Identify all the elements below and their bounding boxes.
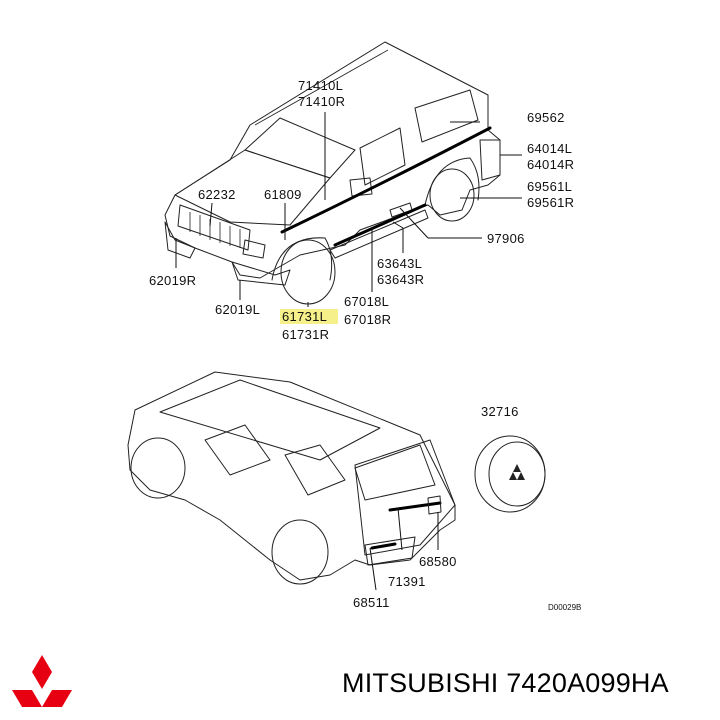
diagram-code: D00029B: [548, 603, 581, 612]
part-number-caption: MITSUBISHI 7420A099HA: [342, 668, 669, 698]
label-68580: 68580: [419, 554, 457, 569]
label-63643r: 63643R: [377, 272, 424, 287]
mitsubishi-logo-icon: [12, 655, 72, 707]
label-71410r: 71410R: [298, 94, 345, 109]
part-labels: 71410L 71410R 69562 64014L 64014R 69561L…: [149, 78, 581, 612]
label-61809: 61809: [264, 187, 302, 202]
label-67018r: 67018R: [344, 312, 391, 327]
label-62019r: 62019R: [149, 273, 196, 288]
rear-vehicle-drawing: [127, 371, 456, 585]
label-62019l: 62019L: [215, 302, 260, 317]
spare-tire-cover: [474, 435, 546, 513]
label-61731r: 61731R: [282, 327, 329, 342]
label-69561l: 69561L: [527, 179, 572, 194]
label-71410l: 71410L: [298, 78, 343, 93]
label-68511: 68511: [353, 595, 390, 610]
label-62232: 62232: [198, 187, 236, 202]
label-71391: 71391: [388, 574, 426, 589]
label-69562: 69562: [527, 110, 565, 125]
highlight-61731l: [280, 309, 338, 324]
label-67018l: 67018L: [344, 294, 389, 309]
label-97906: 97906: [487, 231, 525, 246]
label-32716: 32716: [481, 404, 519, 419]
label-63643l: 63643L: [377, 256, 422, 271]
leader-lines: [175, 112, 522, 591]
front-vehicle-drawing: [164, 41, 501, 305]
label-64014r: 64014R: [527, 157, 574, 172]
label-61731l: 61731L: [282, 309, 327, 324]
mitsubishi-emblem-icon: [509, 464, 525, 480]
label-64014l: 64014L: [527, 141, 572, 156]
label-69561r: 69561R: [527, 195, 574, 210]
